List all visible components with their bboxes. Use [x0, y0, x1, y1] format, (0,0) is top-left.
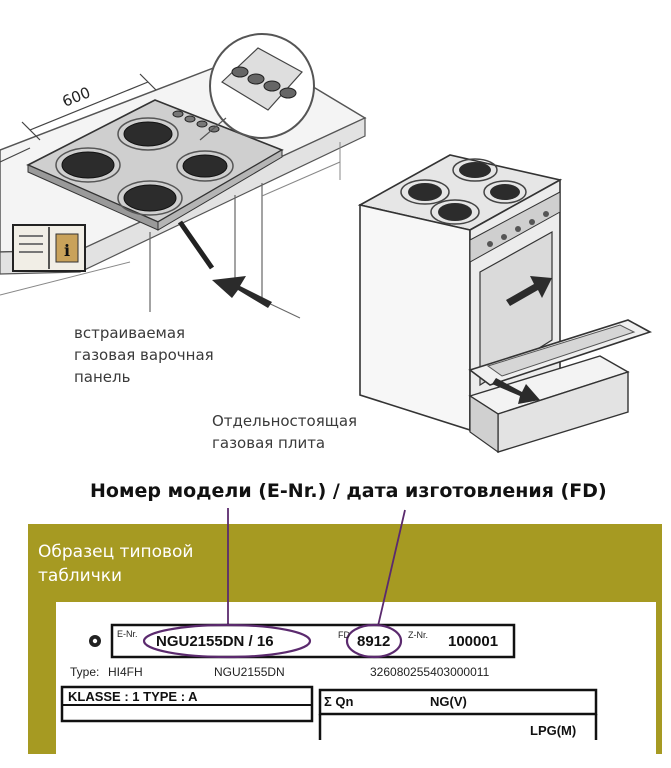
ngv-label: NG(V)	[430, 694, 467, 709]
znr-label: Z-Nr.	[408, 630, 428, 640]
klasse-type: KLASSE : 1 TYPE : A	[68, 689, 198, 704]
panel-title-line-2: таблички	[38, 566, 123, 586]
hob-caption-line-1: встраиваемая	[74, 324, 186, 342]
cooker-caption-line-2: газовая плита	[212, 434, 326, 452]
panel-title-line-1: Образец типовой	[38, 542, 194, 562]
serial-number: 326080255403000011	[370, 665, 490, 679]
lpg-label: LPG(M)	[530, 723, 577, 738]
type-label: Type:	[70, 665, 100, 679]
hob-caption-line-3: панель	[74, 368, 131, 386]
freestanding-cooker-illustration	[357, 154, 653, 454]
qn-label: Σ Qn	[324, 694, 354, 709]
headline: Номер модели (E-Nr.) / дата изготовления…	[90, 480, 607, 502]
type-value: HI4FH	[108, 665, 143, 679]
fd-value: 8912	[357, 633, 391, 650]
fd-label: FD	[338, 630, 350, 640]
svg-text:i: i	[64, 241, 70, 260]
znr-value: 100001	[448, 633, 499, 650]
hob-burners	[61, 121, 228, 212]
hob-caption: встраиваемая газовая варочная панель	[74, 322, 214, 388]
enr-value: NGU2155DN / 16	[156, 633, 274, 650]
panel-title: Образец типовой таблички	[38, 540, 193, 588]
manual-book-icon: i	[12, 224, 86, 272]
model-number: NGU2155DN	[214, 665, 285, 679]
built-in-hob-illustration: i	[0, 33, 653, 454]
enr-label: E-Nr.	[117, 629, 138, 639]
cooker-caption: Отдельностоящая газовая плита	[212, 410, 357, 454]
cooker-caption-line-1: Отдельностоящая	[212, 412, 358, 430]
hob-caption-line-2: газовая варочная	[74, 346, 214, 364]
